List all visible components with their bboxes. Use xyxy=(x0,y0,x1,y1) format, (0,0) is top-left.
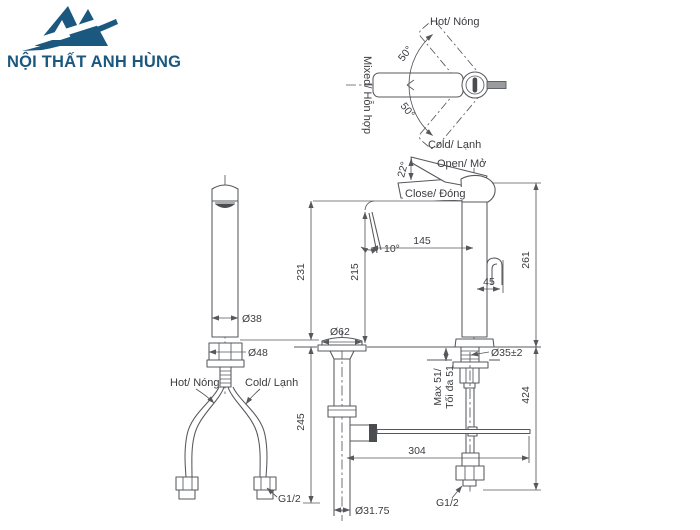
dim-spout-height: 215 xyxy=(349,263,361,281)
dim-body-height: 231 xyxy=(295,263,307,281)
handle-pivot-housing xyxy=(460,174,496,203)
dim-spout-reach: 145 xyxy=(413,235,431,247)
brand-logo: NỘI THẤT ANH HÙNG xyxy=(7,6,181,71)
dim-total-height: 261 xyxy=(520,251,532,269)
base-dia-label: Ø48 xyxy=(248,347,268,359)
spout-column xyxy=(211,184,239,338)
flange-dia-label: Ø62 xyxy=(330,326,350,338)
dim-drain-height: 245 xyxy=(295,413,307,431)
top-view-hot-label: Hot/ Nóng xyxy=(430,16,480,28)
supply-pipe xyxy=(465,388,475,453)
max-thickness-vi: Tối đa 51 xyxy=(444,365,456,409)
cold-inlet-label: Cold/ Lạnh xyxy=(245,377,298,389)
lift-rod xyxy=(376,428,531,435)
supply-hoses xyxy=(175,386,277,500)
hose-thread-label: G1/2 xyxy=(278,493,301,505)
handle-lift-angle: 22° xyxy=(395,160,411,178)
max-thickness-en: Max 51/ xyxy=(432,368,444,405)
handle-top-view xyxy=(372,72,464,98)
top-view-mixed-label: Mixed/ Hỗn hợp xyxy=(361,56,374,134)
drain-side-outlet xyxy=(349,424,371,442)
deck-hole-dia-label: Ø35±2 xyxy=(491,347,523,359)
supply-connector-nut xyxy=(455,465,485,481)
dim-below-counter: 424 xyxy=(520,386,532,404)
aerator xyxy=(215,204,235,208)
tail-dia-label: Ø31.75 xyxy=(355,505,390,517)
stream-angle-label: 10° xyxy=(384,243,400,255)
top-view-cold-label: Cold/ Lạnh xyxy=(428,139,481,151)
handle-pivot-stub xyxy=(486,81,507,89)
mounting-nut xyxy=(459,367,480,384)
brand-logo-icon xyxy=(22,6,118,51)
swing-angle-lower: 50° xyxy=(398,100,417,120)
dim-back-offset: 45 xyxy=(483,276,495,288)
front-view-drawing: 22° Open/ Mở Close/ Đóng 10° 145 215 45 … xyxy=(313,156,541,352)
spout-back-detail xyxy=(486,257,503,285)
drain-flange xyxy=(321,336,363,346)
swing-arc xyxy=(408,34,433,136)
faucet-base-flange xyxy=(454,338,495,348)
base-hex-nut xyxy=(208,342,243,361)
handle-close-label: Close/ Đóng xyxy=(405,188,466,200)
supply-thread-label: G1/2 xyxy=(436,497,459,509)
dim-rod-length: 304 xyxy=(408,445,426,457)
brand-name: NỘI THẤT ANH HÙNG xyxy=(7,52,181,71)
side-view-drawing: Ø38 Ø48 Hot/ Nóng Cold/ Lạnh G1/2 xyxy=(170,175,301,505)
swing-angle-upper: 50° xyxy=(396,44,415,64)
drain-assembly-drawing: Ø62 231 245 304 Ø31.75 xyxy=(240,200,531,521)
hot-inlet-label: Hot/ Nóng xyxy=(170,377,220,389)
installation-drawing: Max 51/ Tối đa 51 Ø35±2 424 G1/2 xyxy=(294,346,541,509)
mounting-washer xyxy=(452,361,489,369)
top-view-diagram: Hot/ Nóng Cold/ Lạnh Mixed/ Hỗn hợp 50° … xyxy=(346,16,507,151)
handle-open-label: Open/ Mở xyxy=(437,158,486,170)
spout-dia-label: Ø38 xyxy=(242,313,262,325)
faucet-body-front xyxy=(461,201,488,338)
